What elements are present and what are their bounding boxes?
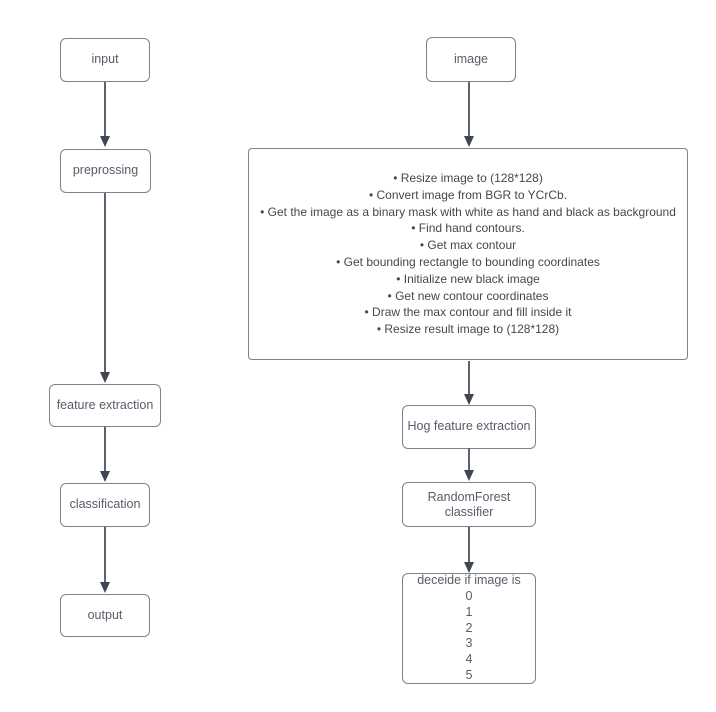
arrow-head-icon: [464, 136, 474, 147]
pipeline-step: • Get bounding rectangle to bounding coo…: [336, 254, 600, 271]
arrow-shaft: [468, 82, 470, 137]
flow-node-preprossing: preprossing: [60, 149, 151, 193]
arrow-shaft: [468, 448, 470, 471]
bullet-icon: •: [364, 305, 369, 320]
arrow-input-to-preprossing: [100, 82, 111, 147]
bullet-icon: •: [336, 255, 341, 269]
flow-node-label: input: [91, 52, 119, 67]
pipeline-step: • Initialize new black image: [396, 271, 540, 288]
pipeline-step-text: Get max contour: [427, 238, 517, 253]
arrow-classifier-to-decision: [464, 527, 475, 573]
pipeline-step: • Resize result image to (128*128): [377, 321, 559, 338]
flow-node-randomforest-classifier: RandomForest classifier: [402, 482, 536, 527]
decision-title: deceide if image is: [417, 573, 521, 588]
arrow-head-icon: [100, 372, 110, 383]
flow-node-label-line2: classifier: [444, 504, 494, 519]
arrow-head-icon: [464, 394, 474, 405]
flow-node-label: feature extraction: [56, 397, 154, 412]
flow-node-label: image: [453, 51, 489, 66]
decision-option: 1: [465, 604, 473, 619]
pipeline-step-text: Get bounding rectangle to bounding coord…: [343, 255, 600, 269]
bullet-icon: •: [396, 271, 401, 286]
pipeline-step-text: Resize result image to (128*128): [384, 322, 560, 337]
arrow-image-to-preprocessing-steps: [464, 82, 475, 147]
pipeline-step-text: Initialize new black image: [403, 271, 540, 286]
arrow-shaft: [468, 361, 470, 395]
arrow-hog-to-classifier: [464, 448, 475, 481]
arrow-preprocessing-steps-to-hog: [464, 361, 475, 405]
pipeline-step: • Resize image to (128*128): [393, 170, 543, 187]
flow-node-input: input: [60, 38, 150, 82]
bullet-icon: •: [393, 171, 398, 186]
pipeline-step: • Get max contour: [420, 237, 516, 254]
arrow-head-icon: [100, 582, 110, 593]
flow-node-classification: classification: [60, 483, 150, 527]
arrow-shaft: [468, 527, 470, 563]
arrow-head-icon: [464, 470, 474, 481]
pipeline-step-text: Find hand contours.: [418, 221, 525, 236]
decision-option: 4: [465, 652, 473, 667]
pipeline-step-text: Convert image from BGR to YCrCb.: [376, 187, 568, 202]
bullet-icon: •: [376, 322, 382, 337]
arrow-head-icon: [464, 562, 474, 573]
flow-node-preprocessing-steps: • Resize image to (128*128) • Convert im…: [248, 148, 688, 360]
flow-node-label: classification: [69, 497, 141, 512]
bullet-icon: •: [387, 288, 392, 303]
arrow-shaft: [104, 193, 106, 373]
flow-node-label: output: [87, 607, 123, 622]
arrow-head-icon: [100, 136, 110, 147]
bullet-icon: •: [368, 187, 374, 202]
arrow-shaft: [104, 82, 106, 137]
pipeline-step-text: Draw the max contour and fill inside it: [372, 305, 572, 320]
pipeline-step: • Convert image from BGR to YCrCb.: [369, 187, 567, 204]
pipeline-step-text: Resize image to (128*128): [400, 171, 543, 186]
decision-option: 3: [465, 636, 473, 651]
flow-node-image: image: [426, 37, 516, 82]
flow-node-feature-extraction: feature extraction: [49, 384, 161, 427]
decision-option: 2: [465, 620, 473, 635]
flow-node-decision: deceide if image is 0 1 2 3 4 5: [402, 573, 536, 684]
flow-node-output: output: [60, 594, 150, 637]
pipeline-step: • Draw the max contour and fill inside i…: [365, 304, 572, 321]
flow-node-label-line1: RandomForest: [427, 489, 511, 504]
flow-node-label: preprossing: [72, 163, 139, 178]
pipeline-step: • Get the image as a binary mask with wh…: [260, 204, 676, 221]
arrow-shaft: [104, 427, 106, 472]
bullet-icon: •: [419, 238, 425, 253]
pipeline-step-text: Get the image as a binary mask with whit…: [267, 204, 676, 219]
arrow-head-icon: [100, 471, 110, 482]
decision-option: 0: [465, 589, 473, 604]
decision-option: 5: [465, 668, 473, 682]
flow-node-label: Hog feature extraction: [407, 419, 531, 434]
bullet-icon: •: [411, 221, 416, 236]
arrow-shaft: [104, 527, 106, 583]
pipeline-step: • Get new contour coordinates: [388, 288, 549, 305]
pipeline-step: • Find hand contours.: [411, 220, 525, 237]
bullet-icon: •: [260, 204, 265, 219]
arrow-classification-to-output: [100, 527, 111, 593]
pipeline-step-text: Get new contour coordinates: [395, 288, 549, 303]
arrow-feature-extraction-to-classification: [100, 427, 111, 482]
flow-node-hog-feature-extraction: Hog feature extraction: [402, 405, 536, 449]
arrow-preprossing-to-feature-extraction: [100, 193, 111, 383]
